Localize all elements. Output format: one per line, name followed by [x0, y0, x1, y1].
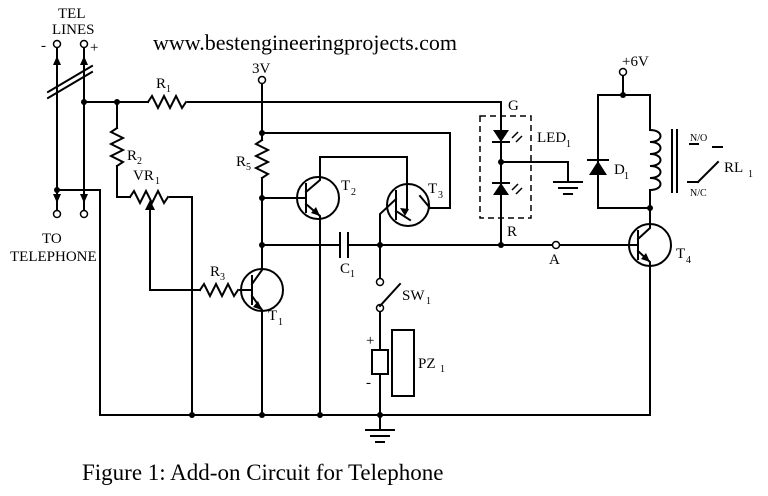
transistor-t3: T 3: [379, 181, 443, 246]
capacitor-c1: C 1: [339, 232, 355, 280]
t4-label: T: [676, 246, 685, 262]
t3-arrow-icon: [400, 208, 409, 216]
node-a-terminal: [551, 240, 561, 250]
buzzer-pz1: + - PZ 1: [366, 329, 445, 397]
r3-sub: 3: [220, 272, 225, 283]
vr1-wiper-arrow-icon: [145, 200, 155, 210]
website-url: www.bestengineeringprojects.com: [153, 30, 457, 55]
r1-sub: 1: [166, 84, 171, 95]
wire-3v-to-t3: [261, 132, 451, 209]
led-r-label: R: [507, 224, 517, 240]
tel-plus-label: +: [90, 40, 98, 56]
supply-6v-label: +6V: [622, 54, 649, 70]
pz1-plus-label: +: [366, 333, 374, 349]
junction-dot: [317, 412, 323, 418]
t2-emitter-arrow-icon: [311, 207, 320, 216]
switch-sw1: SW 1: [375, 277, 431, 313]
c1-label: C: [340, 261, 350, 277]
resistor-r2: R 2: [108, 126, 142, 168]
tel-lines-label-1: TEL: [58, 6, 86, 22]
t3-sub: 3: [438, 190, 443, 201]
t1-emitter-arrow-icon: [253, 301, 262, 310]
phone-terminal-minus: [52, 209, 62, 219]
wire-ground-rail: [56, 189, 651, 416]
tel-arrow-up-icon: [53, 56, 88, 65]
rl1-sub: 1: [748, 169, 753, 180]
relay-no-label: N/O: [690, 133, 707, 144]
pz1-label: PZ: [418, 356, 436, 372]
figure-caption: Figure 1: Add-on Circuit for Telephone: [82, 460, 443, 485]
led-g-label: G: [508, 98, 519, 114]
r5-sub: 5: [246, 162, 251, 173]
junction-dot: [498, 242, 504, 248]
rl1-label: RL: [724, 160, 743, 176]
tel-lines-terminals: TEL LINES - + TO TELEPHONE: [10, 6, 98, 265]
r2-label: R: [127, 148, 137, 164]
resistor-r3: R 3: [198, 264, 240, 299]
r2-sub: 2: [137, 156, 142, 167]
supply-3v-label: 3V: [252, 61, 271, 77]
r1-label: R: [156, 76, 166, 92]
potentiometer-vr1: VR 1: [128, 168, 193, 416]
r5-label: R: [236, 154, 246, 170]
junction-dot: [377, 412, 383, 418]
transistor-t2: T 2: [296, 156, 408, 416]
wire-led-common-to-ground: [500, 161, 569, 183]
vr1-label: VR: [133, 168, 154, 184]
junction-dot: [498, 159, 504, 165]
junction-dot: [259, 412, 265, 418]
wire-r1-to-led-g: [187, 101, 502, 117]
pz1-sub: 1: [440, 364, 445, 375]
led1-sub: 1: [566, 139, 571, 150]
to-telephone-label-1: TO: [42, 231, 62, 247]
sw1-sub: 1: [426, 296, 431, 307]
t3-label: T: [428, 181, 437, 197]
node-a-label: A: [549, 252, 560, 268]
line-break-mark: [46, 64, 94, 100]
tel-terminal-minus: [52, 39, 62, 49]
supply-6v: +6V: [618, 54, 649, 77]
relay-rl1: N/O N/C RL 1: [648, 128, 753, 209]
t1-label: T: [268, 308, 277, 324]
wire-r2-to-vr1: [116, 165, 131, 198]
tel-lines-label-2: LINES: [52, 22, 95, 38]
tel-terminal-plus: [79, 39, 89, 49]
tel-arrow-down-icon: [53, 194, 88, 203]
t2-sub: 2: [351, 187, 356, 198]
supply-3v: 3V: [252, 61, 271, 85]
supply-3v-terminal: [257, 75, 267, 85]
d1-label: D: [614, 162, 625, 178]
t4-sub: 4: [686, 255, 691, 266]
led-led1: LED 1: [479, 115, 571, 246]
ground-icon: [553, 181, 583, 195]
wire-relay-loop: [597, 94, 651, 209]
vr1-sub: 1: [155, 176, 160, 187]
phone-terminal-plus: [79, 209, 89, 219]
t2-label: T: [341, 178, 350, 194]
junction-dot: [189, 412, 195, 418]
pz1-minus-label: -: [366, 375, 371, 391]
c1-sub: 1: [350, 269, 355, 280]
led1-label: LED: [537, 130, 566, 146]
ground-icon: [365, 429, 395, 443]
r3-label: R: [210, 264, 220, 280]
sw1-label: SW: [402, 288, 425, 304]
t4-emitter-arrow-icon: [641, 253, 650, 262]
tel-minus-label: -: [41, 38, 46, 54]
d1-sub: 1: [624, 171, 629, 182]
resistor-r5: R 5: [236, 138, 271, 180]
relay-nc-label: N/C: [690, 188, 707, 199]
diode-d1: D 1: [587, 159, 629, 182]
t1-sub: 1: [278, 317, 283, 328]
transistor-t1: T 1: [240, 244, 284, 416]
resistor-r1: R 1: [146, 76, 188, 111]
transistor-t4: T 4: [628, 207, 691, 416]
to-telephone-label-2: TELEPHONE: [10, 249, 97, 265]
